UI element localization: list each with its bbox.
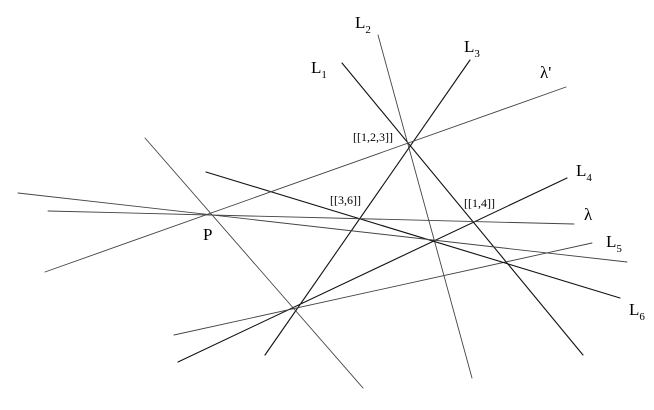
line-lambda-prime xyxy=(44,86,567,273)
label-lambda-prime: λ' xyxy=(540,63,551,82)
label-L4: L4 xyxy=(576,161,592,184)
line-L6 xyxy=(205,171,621,299)
line-through-P-shallow xyxy=(17,192,628,263)
line-L4 xyxy=(177,177,568,363)
line-L5 xyxy=(173,242,593,336)
line-L1 xyxy=(341,62,584,356)
line-L3 xyxy=(264,59,471,356)
label-P: P xyxy=(203,225,212,244)
label-point-14: [[1,4]] xyxy=(464,196,495,210)
line-L2 xyxy=(377,34,473,379)
label-point-123: [[1,2,3]] xyxy=(353,130,393,144)
label-L2: L2 xyxy=(355,13,371,36)
label-L6: L6 xyxy=(629,300,645,323)
label-point-36: [[3,6]] xyxy=(330,193,361,207)
label-lambda: λ xyxy=(584,205,593,224)
line-through-P-steep xyxy=(144,137,364,389)
line-lambda xyxy=(47,210,575,225)
label-L3: L3 xyxy=(464,37,480,60)
label-L1: L1 xyxy=(311,58,327,81)
label-L5: L5 xyxy=(606,232,622,255)
